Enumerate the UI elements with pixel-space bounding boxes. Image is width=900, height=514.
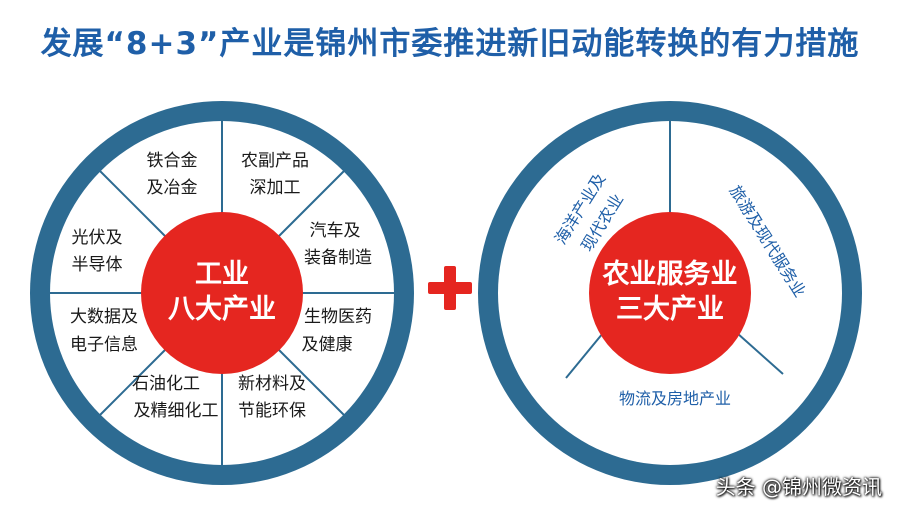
right-center-subtitle: 三大产业 bbox=[616, 294, 724, 325]
segment-label: 深加工 bbox=[250, 178, 301, 198]
segment-label: 大数据及 bbox=[70, 307, 138, 327]
segment-label: 物流及房地产业 bbox=[619, 389, 731, 408]
segment-label: 节能环保 bbox=[238, 401, 306, 421]
segment-label: 铁合金 bbox=[147, 151, 198, 171]
segment-label: 及冶金 bbox=[147, 178, 198, 198]
segment-label: 生物医药 bbox=[304, 307, 372, 327]
segment-label: 汽车及 bbox=[310, 221, 361, 241]
segment-label: 半导体 bbox=[72, 255, 123, 275]
watermark: 头条 @锦州微资讯 bbox=[715, 475, 882, 499]
segment-label: 新材料及 bbox=[238, 374, 306, 394]
left-divider-lines bbox=[50, 121, 394, 465]
left-center-subtitle: 八大产业 bbox=[168, 294, 276, 325]
segment-label: 石油化工 bbox=[132, 374, 200, 394]
left-wheel: 铁合金 及冶金 农副产品 深加工 汽车及 装备制造 生物医药 及健康 新材料及 … bbox=[30, 101, 414, 485]
segment-label: 装备制造 bbox=[304, 248, 372, 268]
right-center-hub bbox=[589, 212, 751, 374]
left-center-hub bbox=[141, 212, 303, 374]
segment-label: 及精细化工 bbox=[134, 401, 219, 421]
right-wheel: 海洋产业及 现代农业 旅游及现代服务业 物流及房地产业 农业服务业 三大产业 bbox=[478, 101, 862, 485]
segment-label: 农副产品 bbox=[241, 151, 309, 171]
right-divider-lines bbox=[565, 121, 784, 379]
plus-sign bbox=[428, 266, 472, 310]
page-title: 发展“8+3”产业是锦州市委推进新旧动能转换的有力措施 bbox=[40, 26, 860, 62]
segment-label: 及健康 bbox=[302, 335, 353, 355]
right-center-title: 农业服务业 bbox=[602, 259, 738, 290]
segment-label: 电子信息 bbox=[70, 335, 138, 355]
segment-label: 光伏及 bbox=[72, 228, 123, 248]
left-center-title: 工业 bbox=[195, 259, 249, 290]
